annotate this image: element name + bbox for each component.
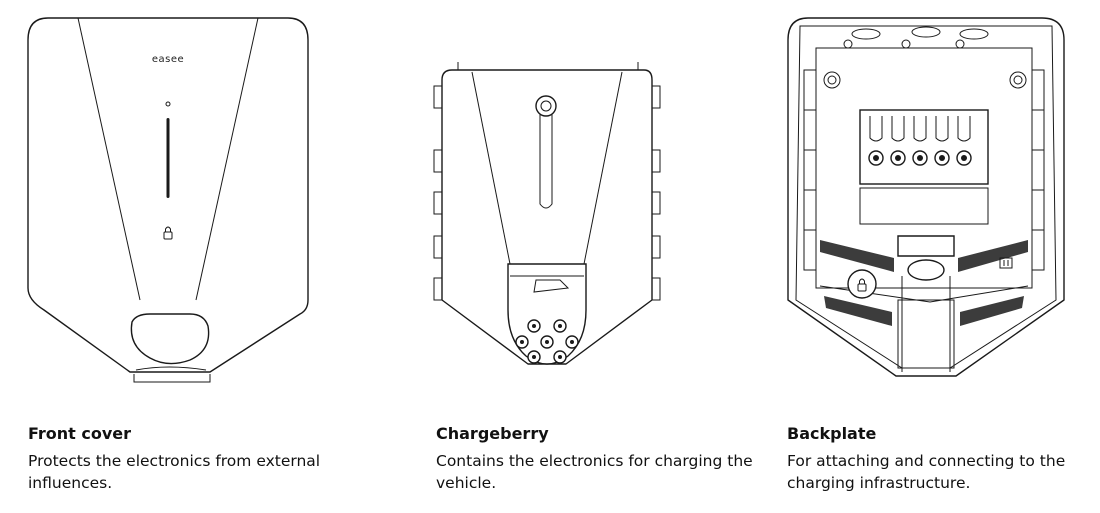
led-strip: [166, 118, 170, 198]
backplate-caption: Backplate For attaching and connecting t…: [787, 424, 1100, 494]
chargeberry-description: Contains the electronics for charging th…: [436, 452, 753, 492]
chargeberry-title: Chargeberry: [436, 424, 549, 443]
lock-icon: [163, 226, 173, 240]
front-cover-description: Protects the electronics from external i…: [28, 452, 321, 492]
chargeberry-panel: Chargeberry Contains the electronics for…: [400, 0, 760, 513]
front-cover-panel: easee Front cover Protects the electroni…: [0, 0, 360, 513]
backplate-panel: Backplate For attaching and connecting t…: [760, 0, 1100, 513]
chargeberry-caption: Chargeberry Contains the electronics for…: [436, 424, 766, 494]
front-cover-title: Front cover: [28, 424, 132, 443]
lock-icon: [857, 278, 867, 292]
front-cover-caption: Front cover Protects the electronics fro…: [28, 424, 358, 494]
front-cover-illustration: easee: [27, 17, 309, 383]
backplate-title: Backplate: [787, 424, 877, 443]
backplate-description: For attaching and connecting to the char…: [787, 452, 1066, 492]
easee-logo: easee: [152, 54, 184, 65]
type2-socket: [515, 319, 579, 364]
backplate-illustration: [787, 17, 1065, 377]
chargeberry-illustration: [433, 62, 661, 365]
